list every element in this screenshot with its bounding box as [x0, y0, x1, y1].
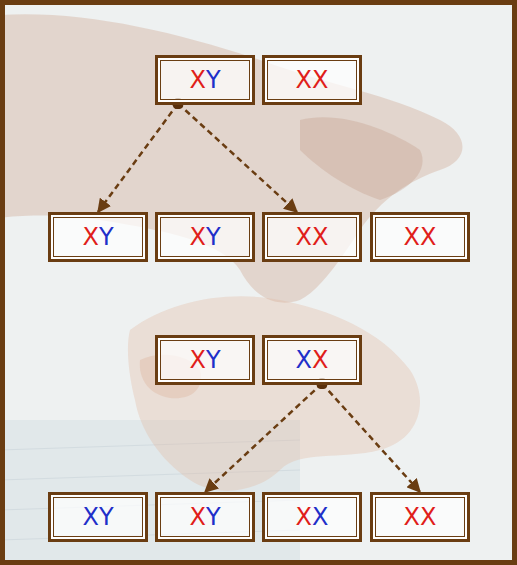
chromosome-pair: XX [296, 348, 329, 372]
chromosome-box: XX [262, 492, 362, 542]
chromosome-pair: XY [82, 505, 113, 529]
chromosome-pair: XX [296, 225, 329, 249]
chromosome-box: XY [48, 212, 148, 262]
chromosome-pair: XX [404, 505, 437, 529]
chromosome-pair: XY [189, 505, 220, 529]
chromosome-pair: XX [404, 225, 437, 249]
chromosome-pair: XY [189, 68, 220, 92]
inheritance-arrow [322, 384, 420, 493]
chromosome-pair: XY [189, 348, 220, 372]
chromosome-box: XY [48, 492, 148, 542]
chromosome-box: XX [370, 212, 470, 262]
chromosome-box: XY [155, 55, 255, 105]
chromosome-box: XY [155, 492, 255, 542]
chromosome-box: XY [155, 335, 255, 385]
chromosome-box: XX [262, 335, 362, 385]
inheritance-arrow [178, 104, 297, 213]
chromosome-box: XY [155, 212, 255, 262]
chromosome-pair: XX [296, 505, 329, 529]
chromosome-pair: XX [296, 68, 329, 92]
chromosome-pair: XY [189, 225, 220, 249]
inheritance-arrow [205, 384, 322, 493]
chromosome-box: XX [262, 55, 362, 105]
inheritance-arrow [98, 104, 178, 213]
chromosome-pair: XY [82, 225, 113, 249]
chromosome-box: XX [370, 492, 470, 542]
chromosome-box: XX [262, 212, 362, 262]
